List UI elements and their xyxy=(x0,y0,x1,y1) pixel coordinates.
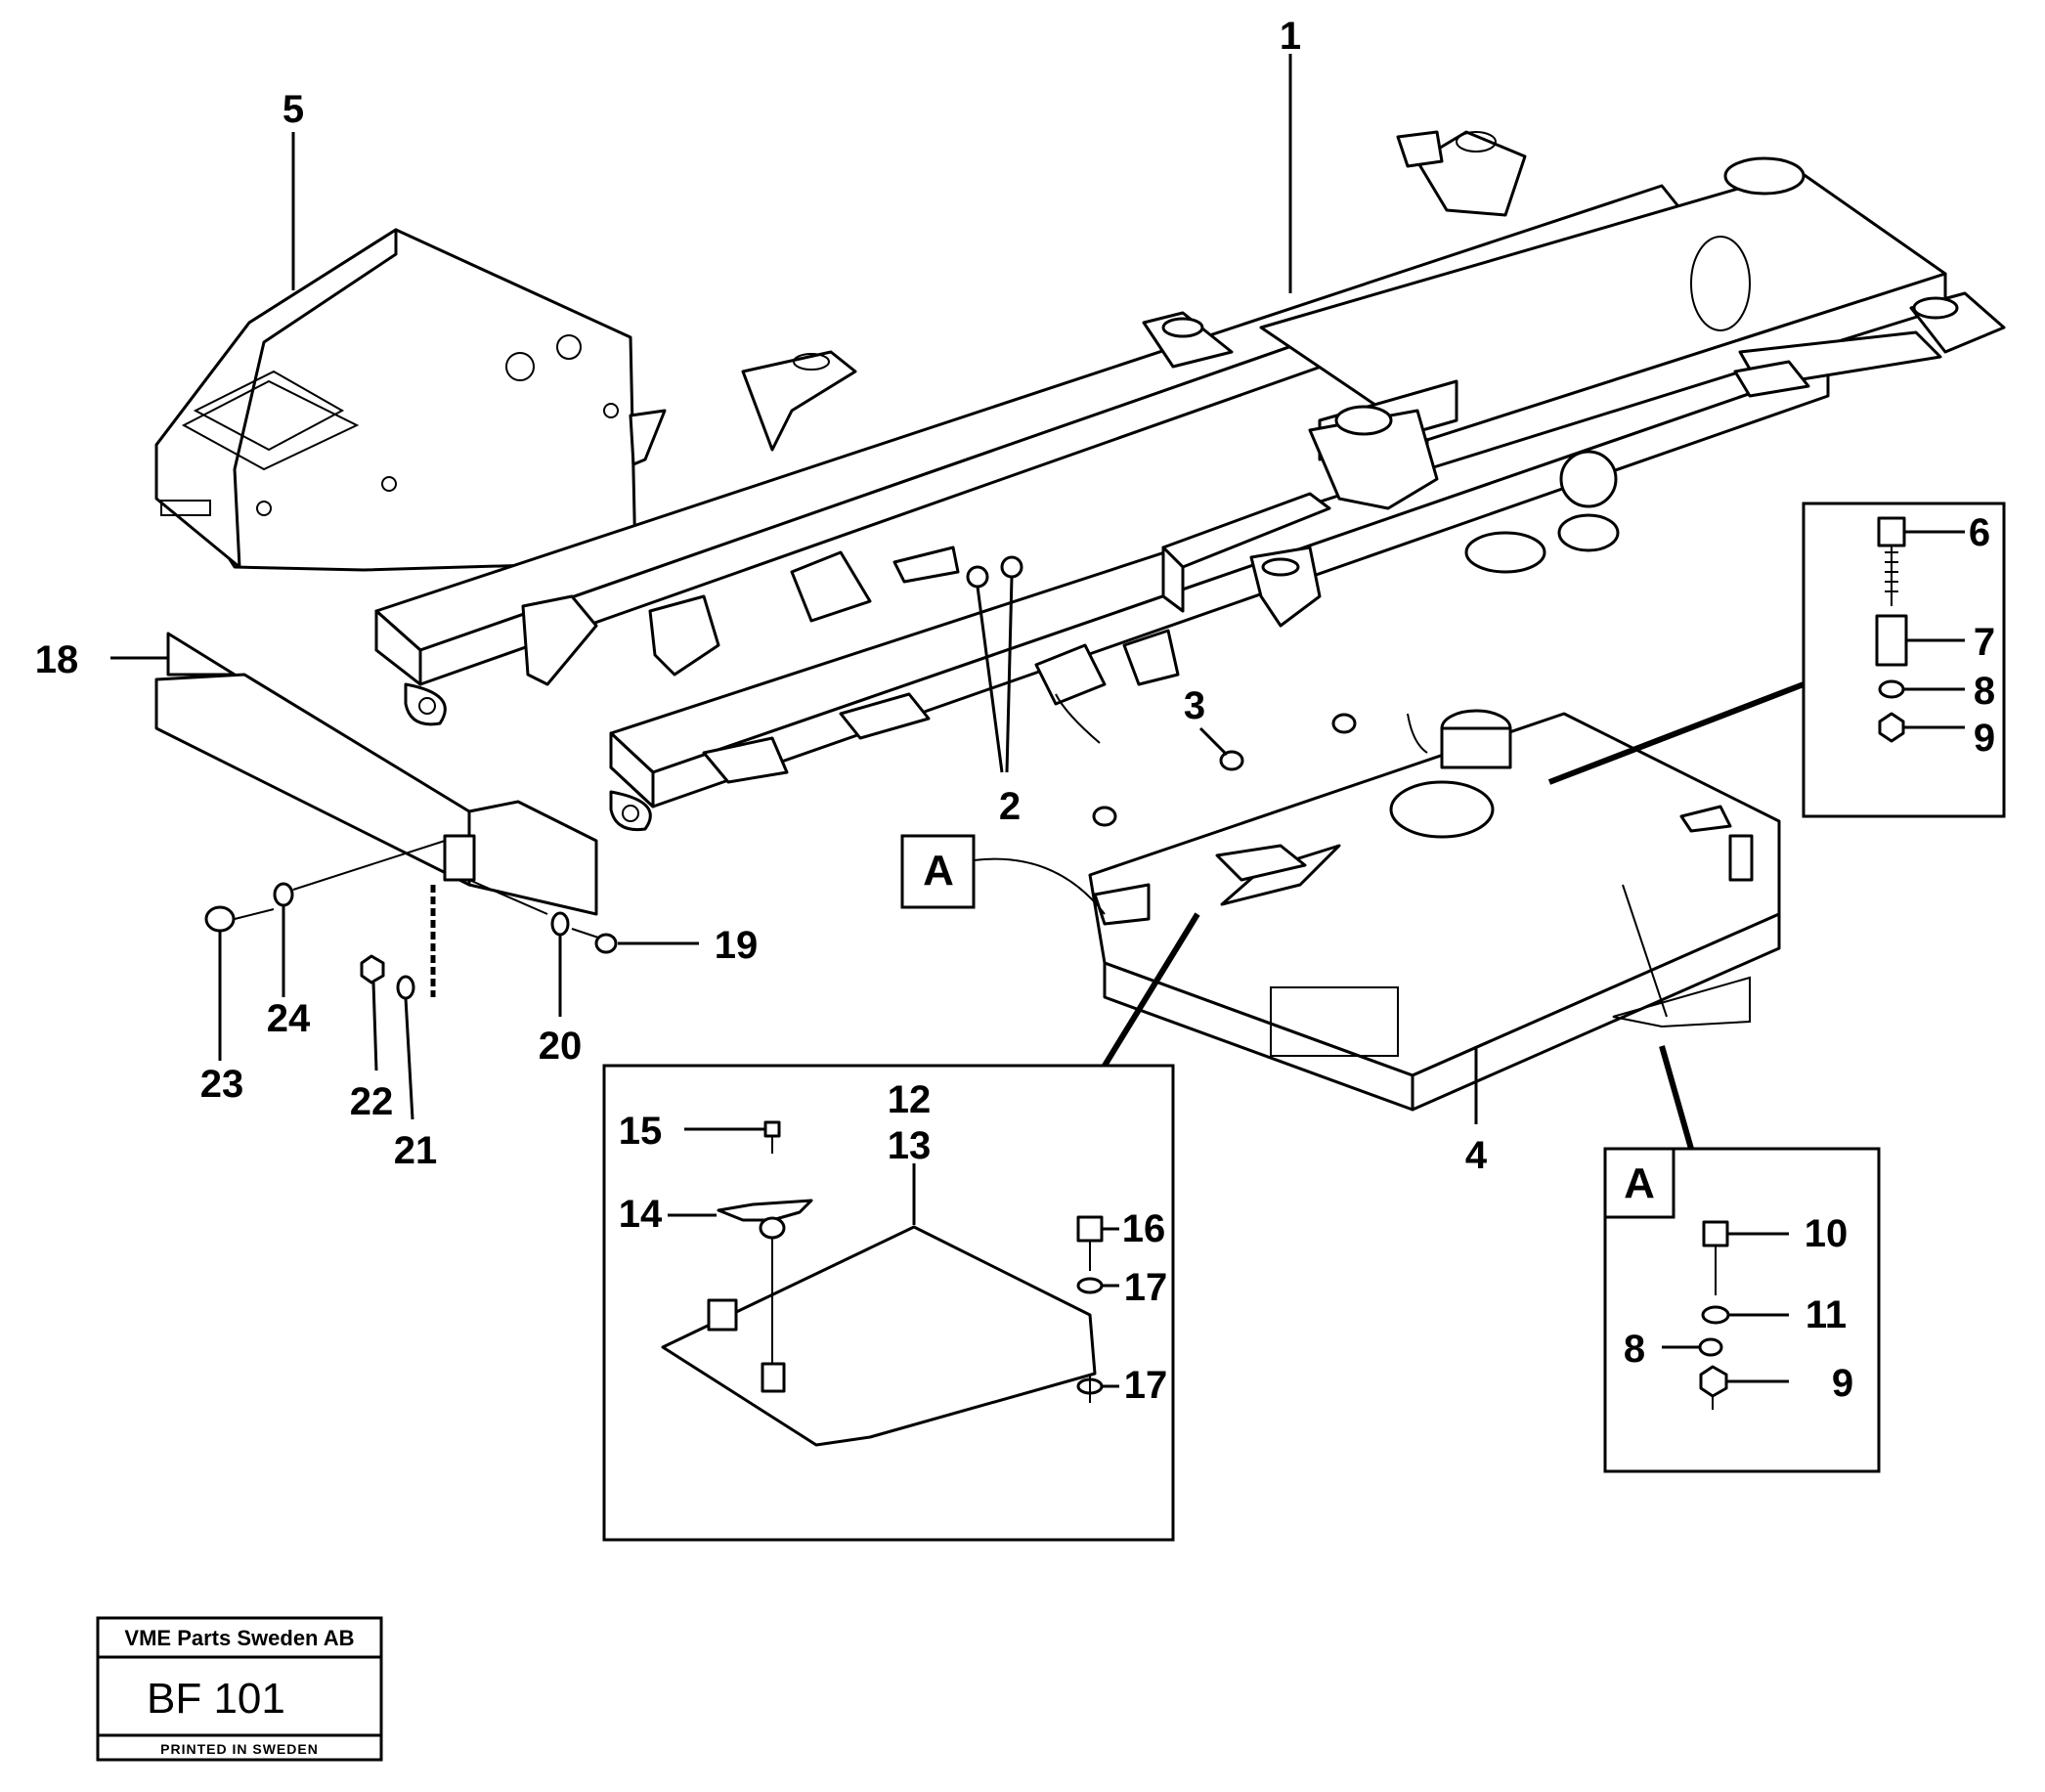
callout-8b: 8 xyxy=(1624,1328,1645,1371)
part-3-nuts xyxy=(1092,713,1357,827)
callout-10: 10 xyxy=(1805,1212,1849,1255)
callout-8a: 8 xyxy=(1974,670,1995,713)
detail-box-hatch xyxy=(602,912,1200,1542)
callout-18: 18 xyxy=(35,638,79,681)
callout-17b: 17 xyxy=(1124,1364,1168,1407)
detail-tag-a-left xyxy=(900,834,976,909)
callout-9a: 9 xyxy=(1974,717,1995,760)
stamp-printed: PRINTED IN SWEDEN xyxy=(160,1741,319,1757)
callout-2: 2 xyxy=(999,785,1021,828)
callout-3: 3 xyxy=(1184,684,1205,727)
detail-tag-a-right-label: A xyxy=(1624,1159,1655,1207)
part-5-front-cover xyxy=(154,228,667,572)
callout-14: 14 xyxy=(619,1193,663,1236)
callout-23: 23 xyxy=(200,1063,244,1106)
detail-tag-a-left-label: A xyxy=(923,847,954,895)
part-2-nuts xyxy=(966,555,1023,773)
detail-tag-a-right xyxy=(1603,1147,1675,1219)
callout-22: 22 xyxy=(350,1080,394,1123)
callout-24: 24 xyxy=(267,997,311,1040)
callout-labels: 1 2 3 4 5 6 7 8 9 10 11 8 9 12 13 14 15 … xyxy=(35,15,1995,1407)
callout-20: 20 xyxy=(539,1025,583,1068)
callout-17a: 17 xyxy=(1124,1266,1168,1309)
detail-tag-a-left-group xyxy=(900,834,1106,915)
callout-7: 7 xyxy=(1974,621,1995,664)
callout-9b: 9 xyxy=(1832,1362,1853,1405)
part-1-main-frame xyxy=(374,130,2006,832)
callout-5: 5 xyxy=(283,88,304,131)
part-4-rear-cover xyxy=(1055,693,1781,1112)
callout-16: 16 xyxy=(1122,1207,1166,1250)
callout-15: 15 xyxy=(619,1110,663,1153)
detail-box-6-9 xyxy=(1547,502,2006,818)
detail-box-a-right xyxy=(1603,1045,1881,1473)
callout-1: 1 xyxy=(1280,15,1301,58)
callout-21: 21 xyxy=(394,1129,438,1172)
title-stamp: VME Parts Sweden AB BF 101 PRINTED IN SW… xyxy=(96,1616,383,1762)
stamp-company: VME Parts Sweden AB xyxy=(124,1626,354,1650)
callout-4: 4 xyxy=(1465,1134,1488,1177)
part-18-bracket xyxy=(110,632,699,1120)
stamp-code: BF 101 xyxy=(147,1675,285,1723)
callout-6: 6 xyxy=(1969,511,1990,554)
callout-19: 19 xyxy=(715,924,759,967)
callout-12: 12 xyxy=(888,1078,932,1121)
callout-13: 13 xyxy=(888,1124,932,1167)
callout-11: 11 xyxy=(1806,1293,1847,1336)
